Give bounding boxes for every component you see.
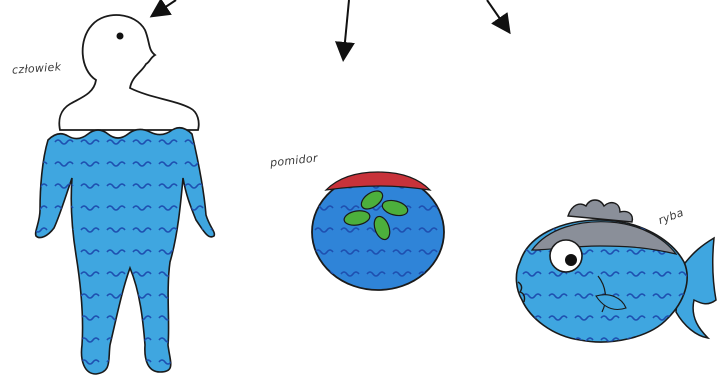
- fish-drawing: [516, 200, 716, 342]
- tomato-drawing: [312, 172, 444, 290]
- arrow-to-tomato: [344, 0, 349, 52]
- human-figure: [36, 15, 215, 374]
- arrow-to-fish: [487, 0, 505, 26]
- arrow-to-human: [158, 0, 176, 12]
